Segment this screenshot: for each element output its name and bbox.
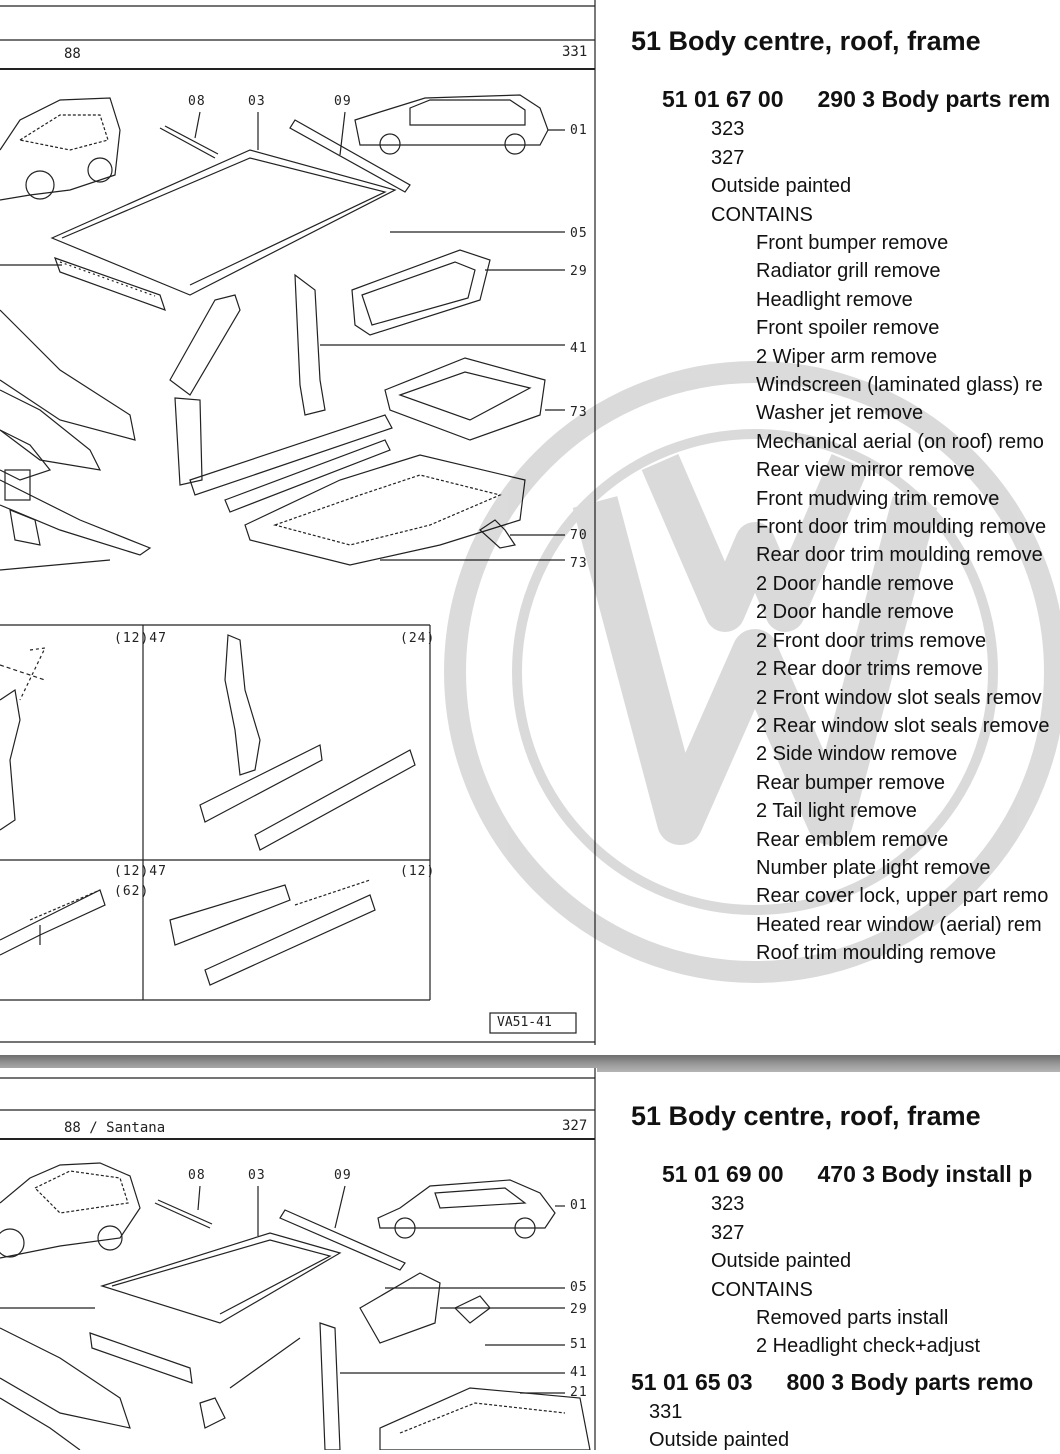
model-code-1: 323 [711, 118, 745, 140]
figure-code: VA51-41 [497, 1015, 552, 1030]
inset-label-c2: (62) [114, 884, 150, 899]
body-parts-exploded-drawing-santana [0, 1068, 596, 1450]
callout-09: 09 [334, 1168, 352, 1183]
list-item: 2 Wiper arm remove [756, 345, 938, 368]
callout-08: 08 [188, 94, 206, 109]
paint-condition: Outside painted [711, 175, 852, 197]
list-item: 2 Front window slot seals remov [756, 686, 1042, 709]
inset-label-d: (12) [400, 864, 436, 879]
list-item: Rear bumper remove [756, 771, 945, 794]
callout-73-a: 73 [570, 405, 588, 420]
operation-description: 800 3 Body parts remo [786, 1369, 1034, 1395]
list-item: Radiator grill remove [756, 260, 941, 283]
diagram-top-panel: 88 331 08 03 09 01 05 29 41 73 70 73 (12… [0, 0, 597, 1045]
callout-03: 03 [248, 1168, 266, 1183]
callout-41: 41 [570, 1365, 588, 1380]
operation-code: 51 01 67 00 [662, 86, 784, 112]
page-number-santana: 327 [562, 1118, 588, 1134]
operation-header-3: 51 01 65 03 800 3 Body parts remo [631, 1369, 1033, 1396]
list-item: Front mudwing trim remove [756, 487, 1000, 510]
callout-03: 03 [248, 94, 266, 109]
list-item: 2 Rear door trims remove [756, 658, 983, 681]
operation-code: 51 01 69 00 [662, 1161, 784, 1187]
list-item: Headlight remove [756, 288, 913, 311]
contains-list-2: Removed parts install 2 Headlight check+… [756, 1304, 980, 1361]
callout-05: 05 [570, 1280, 588, 1295]
callout-05: 05 [570, 226, 588, 241]
paint-condition: Outside painted [649, 1429, 790, 1451]
model-code-1: 323 [711, 1193, 745, 1215]
contains-label: CONTAINS [711, 204, 813, 226]
list-item: 2 Tail light remove [756, 800, 917, 823]
list-item: Washer jet remove [756, 402, 924, 425]
callout-51: 51 [570, 1337, 588, 1352]
list-item: Roof trim moulding remove [756, 942, 997, 965]
callout-41: 41 [570, 341, 588, 356]
list-item: Rear door trim moulding remove [756, 544, 1043, 567]
list-item: Removed parts install [756, 1307, 949, 1329]
callout-01: 01 [570, 1198, 588, 1213]
list-item: Rear view mirror remove [756, 459, 975, 482]
list-item: Rear cover lock, upper part remo [756, 885, 1049, 908]
operation-code: 51 01 65 03 [631, 1369, 753, 1395]
page-group-number: 88 [64, 46, 81, 62]
list-item: Rear emblem remove [756, 828, 949, 851]
list-item: Front bumper remove [756, 232, 949, 254]
operation-description: 290 3 Body parts rem [817, 86, 1051, 112]
callout-01: 01 [570, 123, 588, 138]
inset-label-b: (24) [400, 631, 436, 646]
list-item: Windscreen (laminated glass) re [756, 374, 1043, 397]
diagram-bottom-panel: 88 / Santana 327 08 03 09 01 05 29 51 41… [0, 1068, 597, 1450]
list-item: 2 Door handle remove [756, 572, 954, 595]
list-item: 2 Front door trims remove [756, 629, 987, 652]
callout-73-b: 73 [570, 556, 588, 571]
list-item: 2 Side window remove [756, 743, 958, 766]
contains-label: CONTAINS [711, 1279, 813, 1301]
model-code-1: 331 [649, 1401, 683, 1423]
operation-description: 470 3 Body install p [817, 1161, 1033, 1187]
contains-list-1: Front bumper remove Radiator grill remov… [756, 229, 1049, 968]
model-code-2: 327 [711, 147, 745, 169]
page-number: 331 [562, 44, 588, 60]
inset-label-c: (12)47 [114, 864, 167, 879]
paint-condition: Outside painted [711, 1250, 852, 1272]
callout-09: 09 [334, 94, 352, 109]
list-item: Mechanical aerial (on roof) remo [756, 430, 1044, 453]
list-item: Heated rear window (aerial) rem [756, 913, 1042, 936]
callout-29: 29 [570, 264, 588, 279]
list-item: 2 Headlight check+adjust [756, 1335, 981, 1358]
model-code-2: 327 [711, 1222, 745, 1244]
list-item: 2 Door handle remove [756, 601, 954, 624]
callout-21: 21 [570, 1385, 588, 1400]
operation-header-1: 51 01 67 00 290 3 Body parts rem [662, 86, 1050, 113]
list-item: Front spoiler remove [756, 317, 940, 340]
callout-70: 70 [570, 528, 588, 543]
operation-header-2: 51 01 69 00 470 3 Body install p [662, 1161, 1032, 1188]
section-title-1: 51 Body centre, roof, frame [631, 26, 981, 56]
page-group-number-santana: 88 / Santana [64, 1120, 166, 1136]
section-title-2: 51 Body centre, roof, frame [631, 1101, 981, 1131]
inset-label-a: (12)47 [114, 631, 167, 646]
callout-08: 08 [188, 1168, 206, 1183]
body-parts-exploded-drawing [0, 0, 596, 1045]
callout-29: 29 [570, 1302, 588, 1317]
list-item: Front door trim moulding remove [756, 516, 1047, 539]
list-item: Number plate light remove [756, 856, 991, 879]
page-separator [0, 1055, 1060, 1072]
list-item: 2 Rear window slot seals remove [756, 714, 1050, 737]
